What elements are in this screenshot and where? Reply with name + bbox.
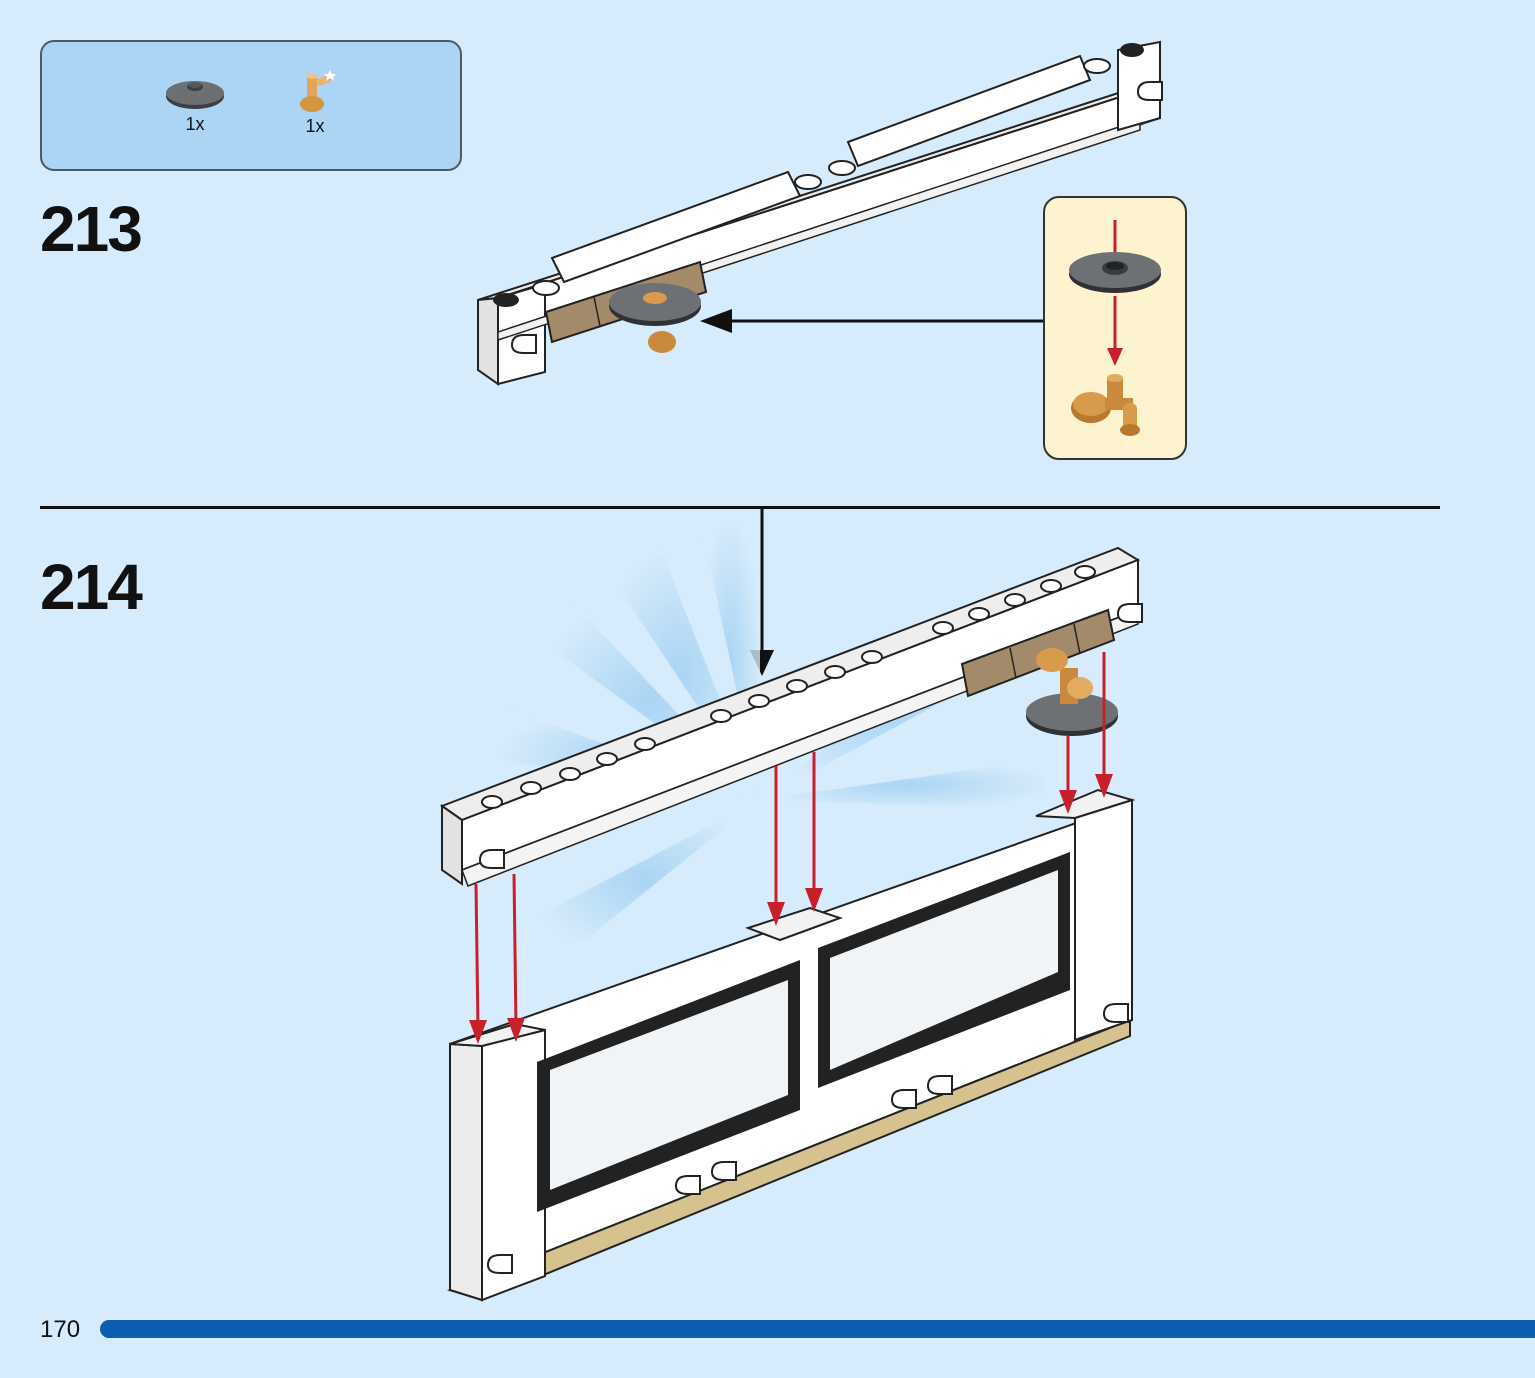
parts-list-box: 1x 1x <box>40 40 462 171</box>
parts-list-item: 1x <box>280 68 350 137</box>
step-divider <box>40 506 1440 509</box>
tan-tap-faucet-icon <box>300 70 336 112</box>
step-214-wall-assembly <box>439 520 1143 1302</box>
step-number: 213 <box>40 193 143 265</box>
parts-list-item: 1x <box>160 72 230 135</box>
step-213-beam-assembly <box>477 40 1163 386</box>
round-dish-dark-gray-icon <box>166 81 224 109</box>
subassembly-callout <box>1043 196 1187 460</box>
step-number: 214 <box>40 551 143 623</box>
callout-assembly-illustration <box>1069 220 1161 436</box>
page-number: 170 <box>40 1316 81 1343</box>
page-footer-bar <box>100 1320 1535 1338</box>
